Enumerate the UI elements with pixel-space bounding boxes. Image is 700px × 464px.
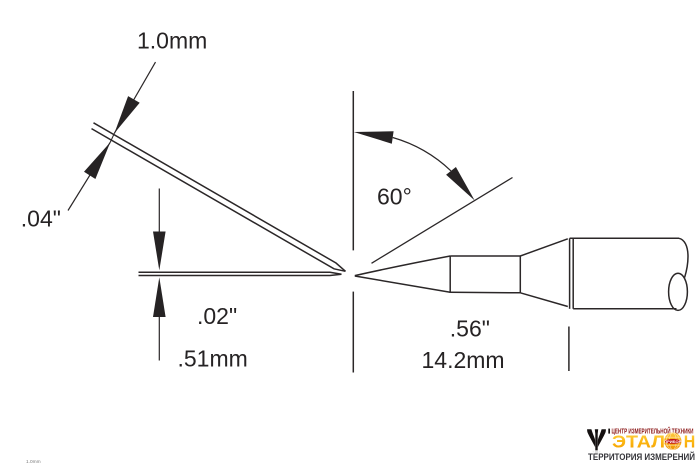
svg-text:ЦЕНТР ИЗМЕРИТЕЛЬНОЙ ТЕХНИКИ: ЦЕНТР ИЗМЕРИТЕЛЬНОЙ ТЕХНИКИ [612, 427, 694, 436]
svg-text:.04": .04" [21, 206, 61, 232]
svg-text:Н: Н [684, 431, 696, 451]
svg-text:ПРИБОР: ПРИБОР [664, 439, 681, 444]
svg-text:1.0mm: 1.0mm [26, 459, 41, 464]
svg-text:1.0mm: 1.0mm [137, 28, 207, 54]
svg-text:ЭТАЛ: ЭТАЛ [612, 431, 665, 451]
svg-text:.02": .02" [197, 303, 237, 329]
svg-text:.56": .56" [450, 315, 490, 341]
svg-text:.51mm: .51mm [178, 345, 248, 371]
svg-text:60°: 60° [377, 184, 412, 210]
svg-text:14.2mm: 14.2mm [422, 347, 505, 373]
svg-text:ТЕРРИТОРИЯ ИЗМЕРЕНИЙ: ТЕРРИТОРИЯ ИЗМЕРЕНИЙ [588, 451, 695, 462]
